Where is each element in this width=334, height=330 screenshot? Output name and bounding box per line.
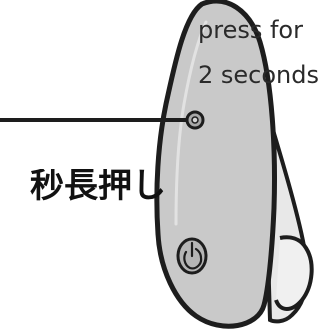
press-button-center-icon bbox=[191, 116, 199, 124]
instruction-line-2: 2 seconds bbox=[198, 61, 319, 89]
japanese-label-container: 秒長押し bbox=[0, 169, 168, 209]
instruction-line-1: press for bbox=[198, 16, 303, 44]
power-icon bbox=[183, 247, 203, 270]
japanese-label: 秒長押し bbox=[30, 169, 166, 206]
wireless-earbud-device-icon bbox=[154, 0, 277, 329]
ear-tip-icon bbox=[274, 235, 314, 311]
shell-highlight-icon bbox=[174, 20, 208, 226]
